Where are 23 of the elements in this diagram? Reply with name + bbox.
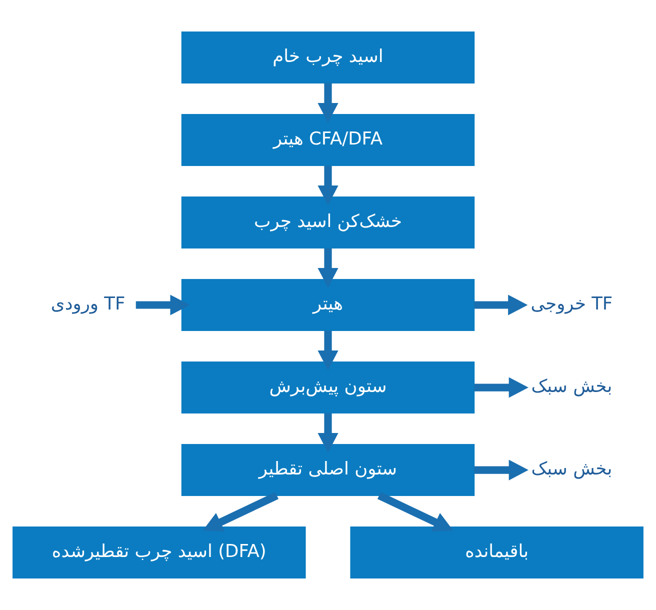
node-text: ورودی TF <box>50 294 126 315</box>
arrow <box>318 248 338 288</box>
node-box: هیتر <box>181 278 475 332</box>
node-box: هیتر CFA/DFA <box>181 114 475 166</box>
node-box: باقیمانده <box>350 526 644 579</box>
node-box: اسید چرب تقطیرشده (DFA) <box>12 526 306 579</box>
arrow <box>377 492 454 532</box>
arrow <box>136 294 190 316</box>
node-box: ستون اصلی تقطیر <box>181 444 475 496</box>
arrow <box>474 460 528 480</box>
node-box: خشک‌کن اسید چرب <box>181 196 475 248</box>
arrow <box>318 413 338 453</box>
arrow <box>318 330 338 370</box>
arrow <box>318 166 338 206</box>
node-text: خروجی TF <box>530 294 613 315</box>
arrow <box>318 83 338 123</box>
arrow <box>202 492 279 532</box>
node-text: بخش سبک <box>531 460 612 480</box>
node-text: بخش سبک <box>531 377 612 398</box>
node-box: ستون پیش‌برش <box>181 362 475 414</box>
node-box: اسید چرب خام <box>181 31 475 84</box>
arrow <box>474 377 528 398</box>
arrow <box>474 294 528 316</box>
